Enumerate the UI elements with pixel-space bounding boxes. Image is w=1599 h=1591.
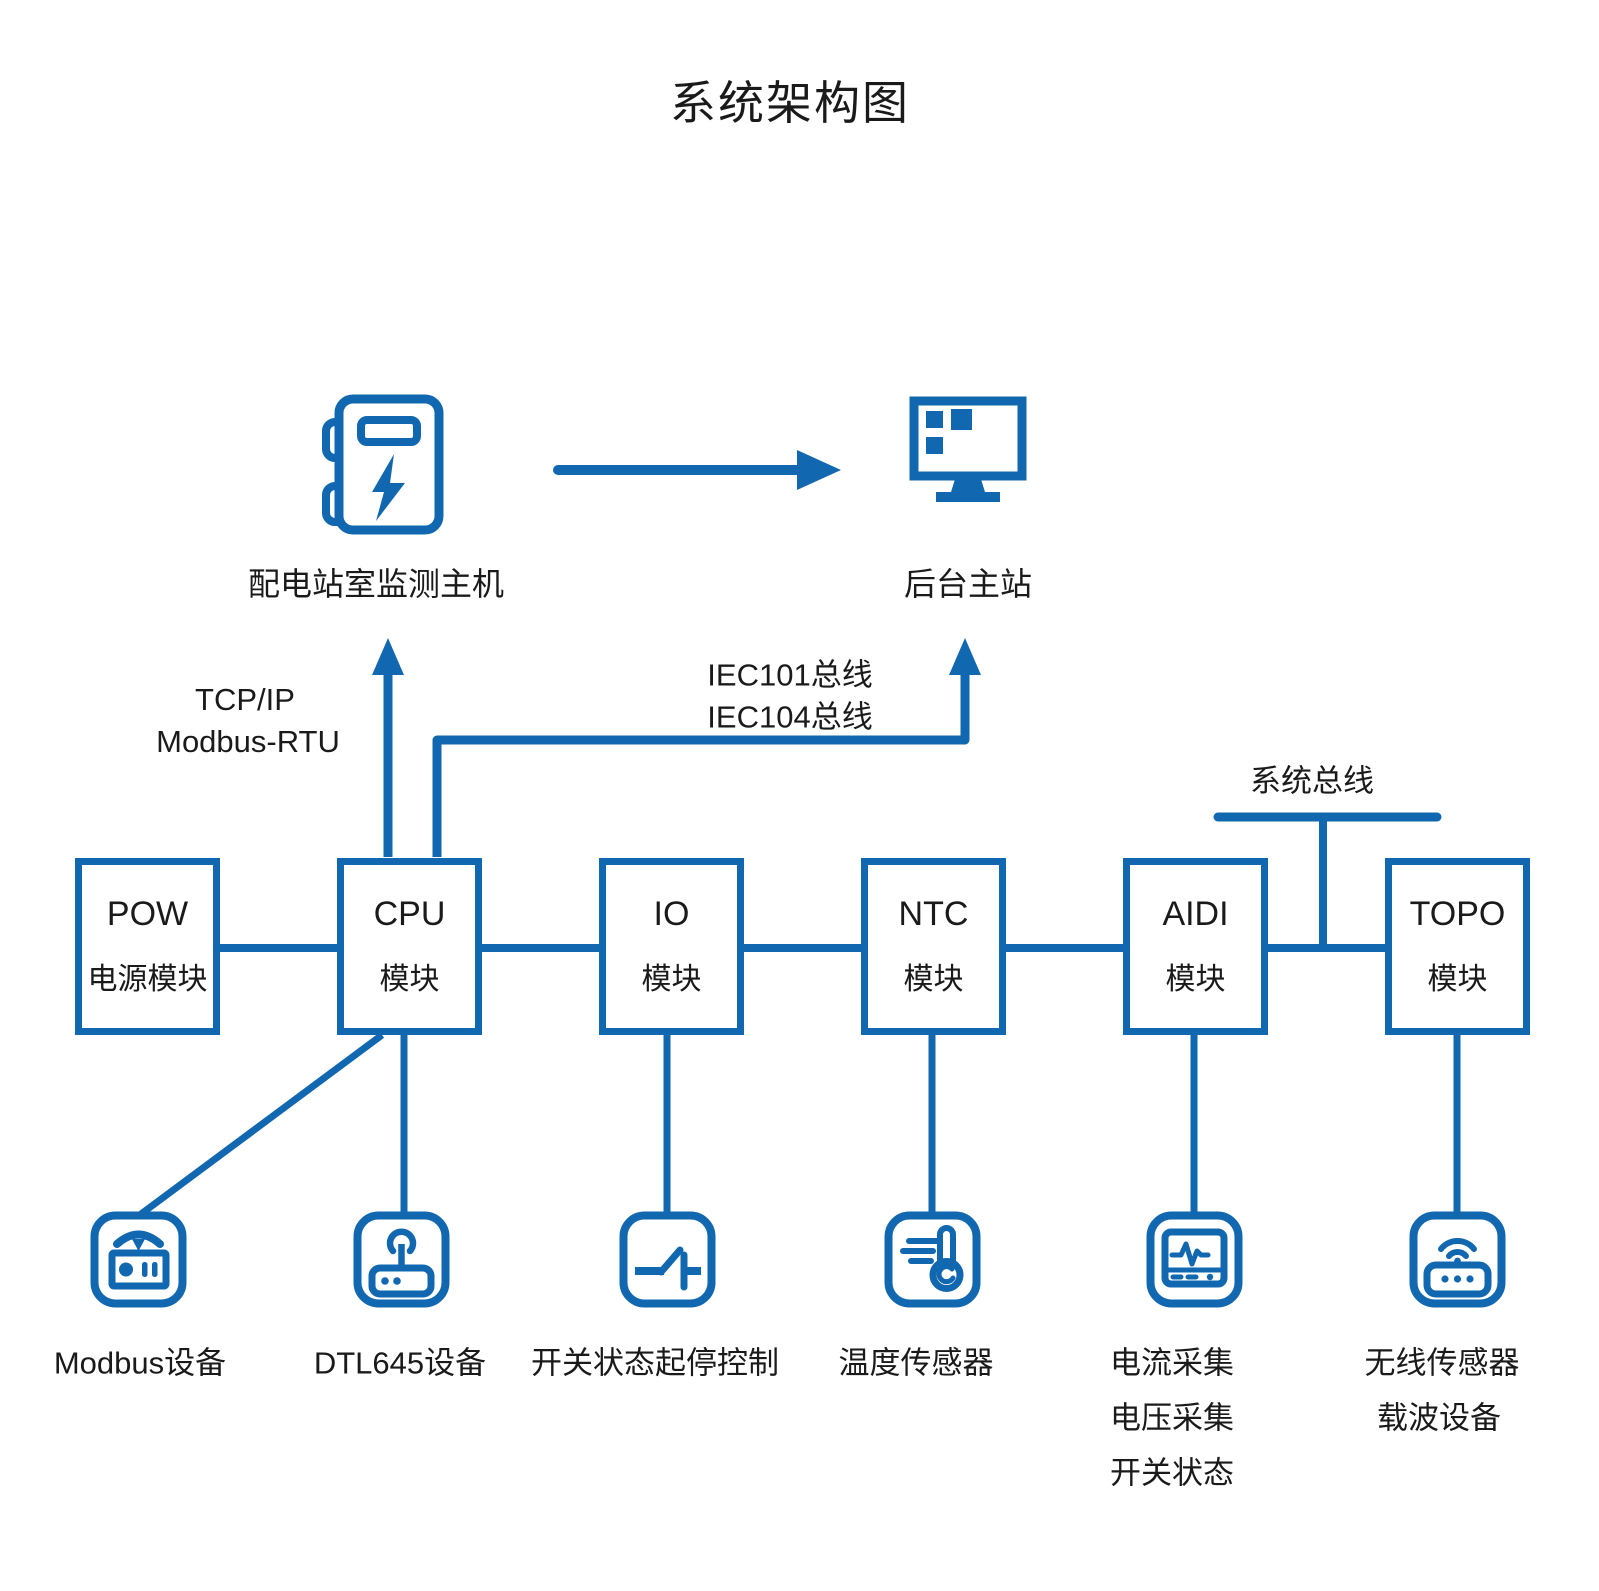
module-name: 模块 (1165, 963, 1226, 996)
module-box-cpu: CPU 模块 (337, 858, 482, 1035)
tcp-label-line1: TCP/IP (195, 682, 295, 717)
antenna-router-icon (353, 1211, 450, 1308)
page-title: 系统架构图 (670, 77, 910, 129)
module-box-ntc: NTC 模块 (861, 858, 1006, 1035)
module-box-io: IO 模块 (599, 858, 744, 1035)
module-code: CPU (373, 895, 446, 933)
modbus-meter-icon (90, 1211, 187, 1308)
module-code: POW (106, 895, 189, 933)
iec-label-line1: IEC101总线 (707, 657, 873, 693)
module-code: TOPO (1409, 895, 1506, 933)
device-label: 开关状态起停控制 (531, 1345, 779, 1381)
device-label: 电压采集 (1110, 1400, 1234, 1436)
host-to-master-arrowhead (797, 450, 841, 490)
device-connector-cpu-modbus (138, 1032, 385, 1217)
module-box-pow: POW 电源模块 (75, 858, 220, 1035)
device-label: 开关状态 (1110, 1455, 1234, 1491)
cpu-to-host-arrowhead (372, 638, 404, 675)
module-box-aidi: AIDI 模块 (1123, 858, 1268, 1035)
host-label: 配电站室监测主机 (247, 566, 505, 602)
cpu-to-master-arrowhead (949, 638, 981, 675)
device-label: 电流采集 (1110, 1345, 1234, 1381)
module-name: 模块 (379, 963, 440, 996)
module-code: IO (653, 895, 690, 933)
tcp-label-line2: Modbus-RTU (156, 724, 340, 759)
waveform-monitor-icon (1146, 1211, 1243, 1308)
module-name: 模块 (903, 963, 964, 996)
module-name: 电源模块 (87, 963, 208, 996)
iec-label-line2: IEC104总线 (707, 699, 873, 735)
module-code: NTC (898, 895, 969, 933)
device-label: 温度传感器 (838, 1345, 994, 1381)
cpu-to-master-arrow-line (432, 668, 970, 857)
module-box-topo: TOPO 模块 (1385, 858, 1530, 1035)
wireless-router-icon (1409, 1211, 1506, 1308)
monitor-icon (909, 396, 1027, 506)
device-label: 载波设备 (1377, 1400, 1501, 1436)
device-label: Modbus设备 (53, 1345, 227, 1381)
device-label: DTL645设备 (313, 1345, 487, 1381)
master-label: 后台主站 (903, 566, 1033, 602)
module-name: 模块 (1427, 963, 1488, 996)
device-label: 无线传感器 (1364, 1345, 1520, 1381)
system-bus-label: 系统总线 (1250, 763, 1374, 799)
switch-contact-icon (619, 1211, 716, 1308)
power-cabinet-icon (322, 394, 444, 536)
module-code: AIDI (1162, 895, 1229, 933)
thermometer-icon (884, 1211, 981, 1308)
module-name: 模块 (641, 963, 702, 996)
